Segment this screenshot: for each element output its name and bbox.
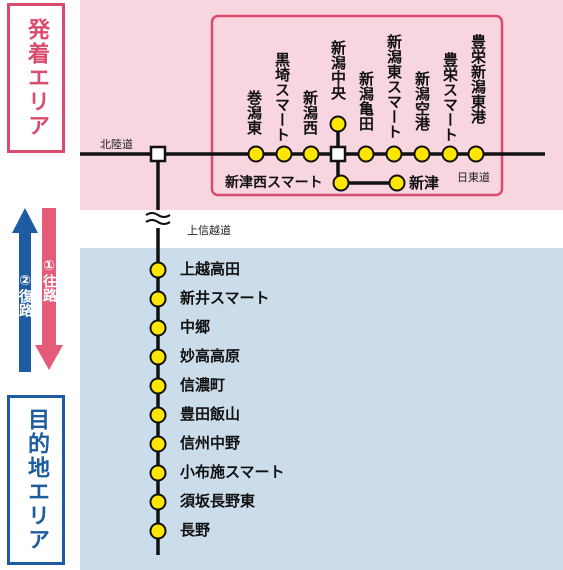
station-label-niigata-nishi: 新潟西 [301,90,319,135]
origin-area-label: 発着エリア [24,18,49,138]
destination-area-box: 目的地エリア [7,395,65,565]
station-label-suzaka-naganohigashi: 須坂長野東 [180,492,256,510]
road-label-hokuriku: 北陸道 [100,138,133,151]
line-break-mark [145,212,171,225]
station-label-niigata-kameda: 新潟亀田 [357,71,375,131]
origin-zone [80,0,563,210]
station-label-kurosaki-smart: 黒埼スマート [273,52,291,142]
station-marker-bottom-8 [149,493,167,511]
station-marker-top-8 [467,145,485,163]
station-label-joetsu-takada: 上越高田 [180,260,241,278]
origin-station-group-box [210,14,504,197]
destination-area-label: 目的地エリア [24,408,49,552]
station-label-myoko-kogen: 妙高高原 [180,347,241,365]
station-label-arai-smart: 新井スマート [180,289,270,307]
station-label-shinanomachi: 信濃町 [180,376,226,394]
station-label-shinshu-nakano: 信州中野 [180,434,241,452]
station-marker-bottom-9 [149,522,167,540]
station-marker-top-5 [385,145,403,163]
station-markers [149,115,485,540]
station-label-nakago: 中郷 [180,318,211,336]
station-marker-bottom-5 [149,406,167,424]
origin-area-box: 発着エリア [7,3,65,153]
station-marker-bottom-4 [149,377,167,395]
station-label-niigata-kuko: 新潟空港 [413,71,431,131]
station-marker-top-7 [441,145,459,163]
station-label-niigata-chuo: 新潟中央 [329,40,347,100]
junction-niigata-chuo [329,145,347,163]
station-marker-branch-0 [332,174,350,192]
station-marker-bottom-7 [149,464,167,482]
station-label-niigata-higashi-smart: 新潟東スマート [385,34,403,139]
junction-nagaoka [149,145,167,163]
station-marker-top-2 [302,145,320,163]
station-label-obuse-smart: 小布施スマート [180,463,285,481]
return-label: ②復路 [17,273,33,317]
station-marker-top-6 [413,145,431,163]
station-marker-bottom-1 [149,290,167,308]
station-label-toyota-iiyama: 豊田飯山 [180,405,241,423]
station-marker-branch-1 [388,174,406,192]
station-marker-top-1 [275,145,293,163]
station-label-nagano: 長野 [180,521,211,539]
road-label-joshinetsu: 上信越道 [187,224,231,237]
road-label-nihonkai-tohoku: 日東道 [457,171,490,184]
station-marker-top-0 [247,145,265,163]
station-marker-bottom-2 [149,319,167,337]
station-label-makikatahigashi: 巻潟東 [245,90,263,135]
station-label-niitsu-nishi-smart: 新津西スマート [225,175,323,191]
outbound-label: ①往路 [41,258,57,302]
station-label-niitsu: 新津 [409,174,440,192]
station-marker-bottom-3 [149,348,167,366]
station-label-toyosaka-niigata-higashiko: 豊栄新潟東港 [469,34,487,124]
return-arrow [12,208,38,372]
station-marker-bottom-6 [149,435,167,453]
station-marker-top-3 [329,115,347,133]
station-label-toyosaka-smart: 豊栄スマート [441,52,459,142]
outbound-arrow [35,208,63,370]
station-marker-top-4 [357,145,375,163]
station-marker-bottom-0 [149,261,167,279]
